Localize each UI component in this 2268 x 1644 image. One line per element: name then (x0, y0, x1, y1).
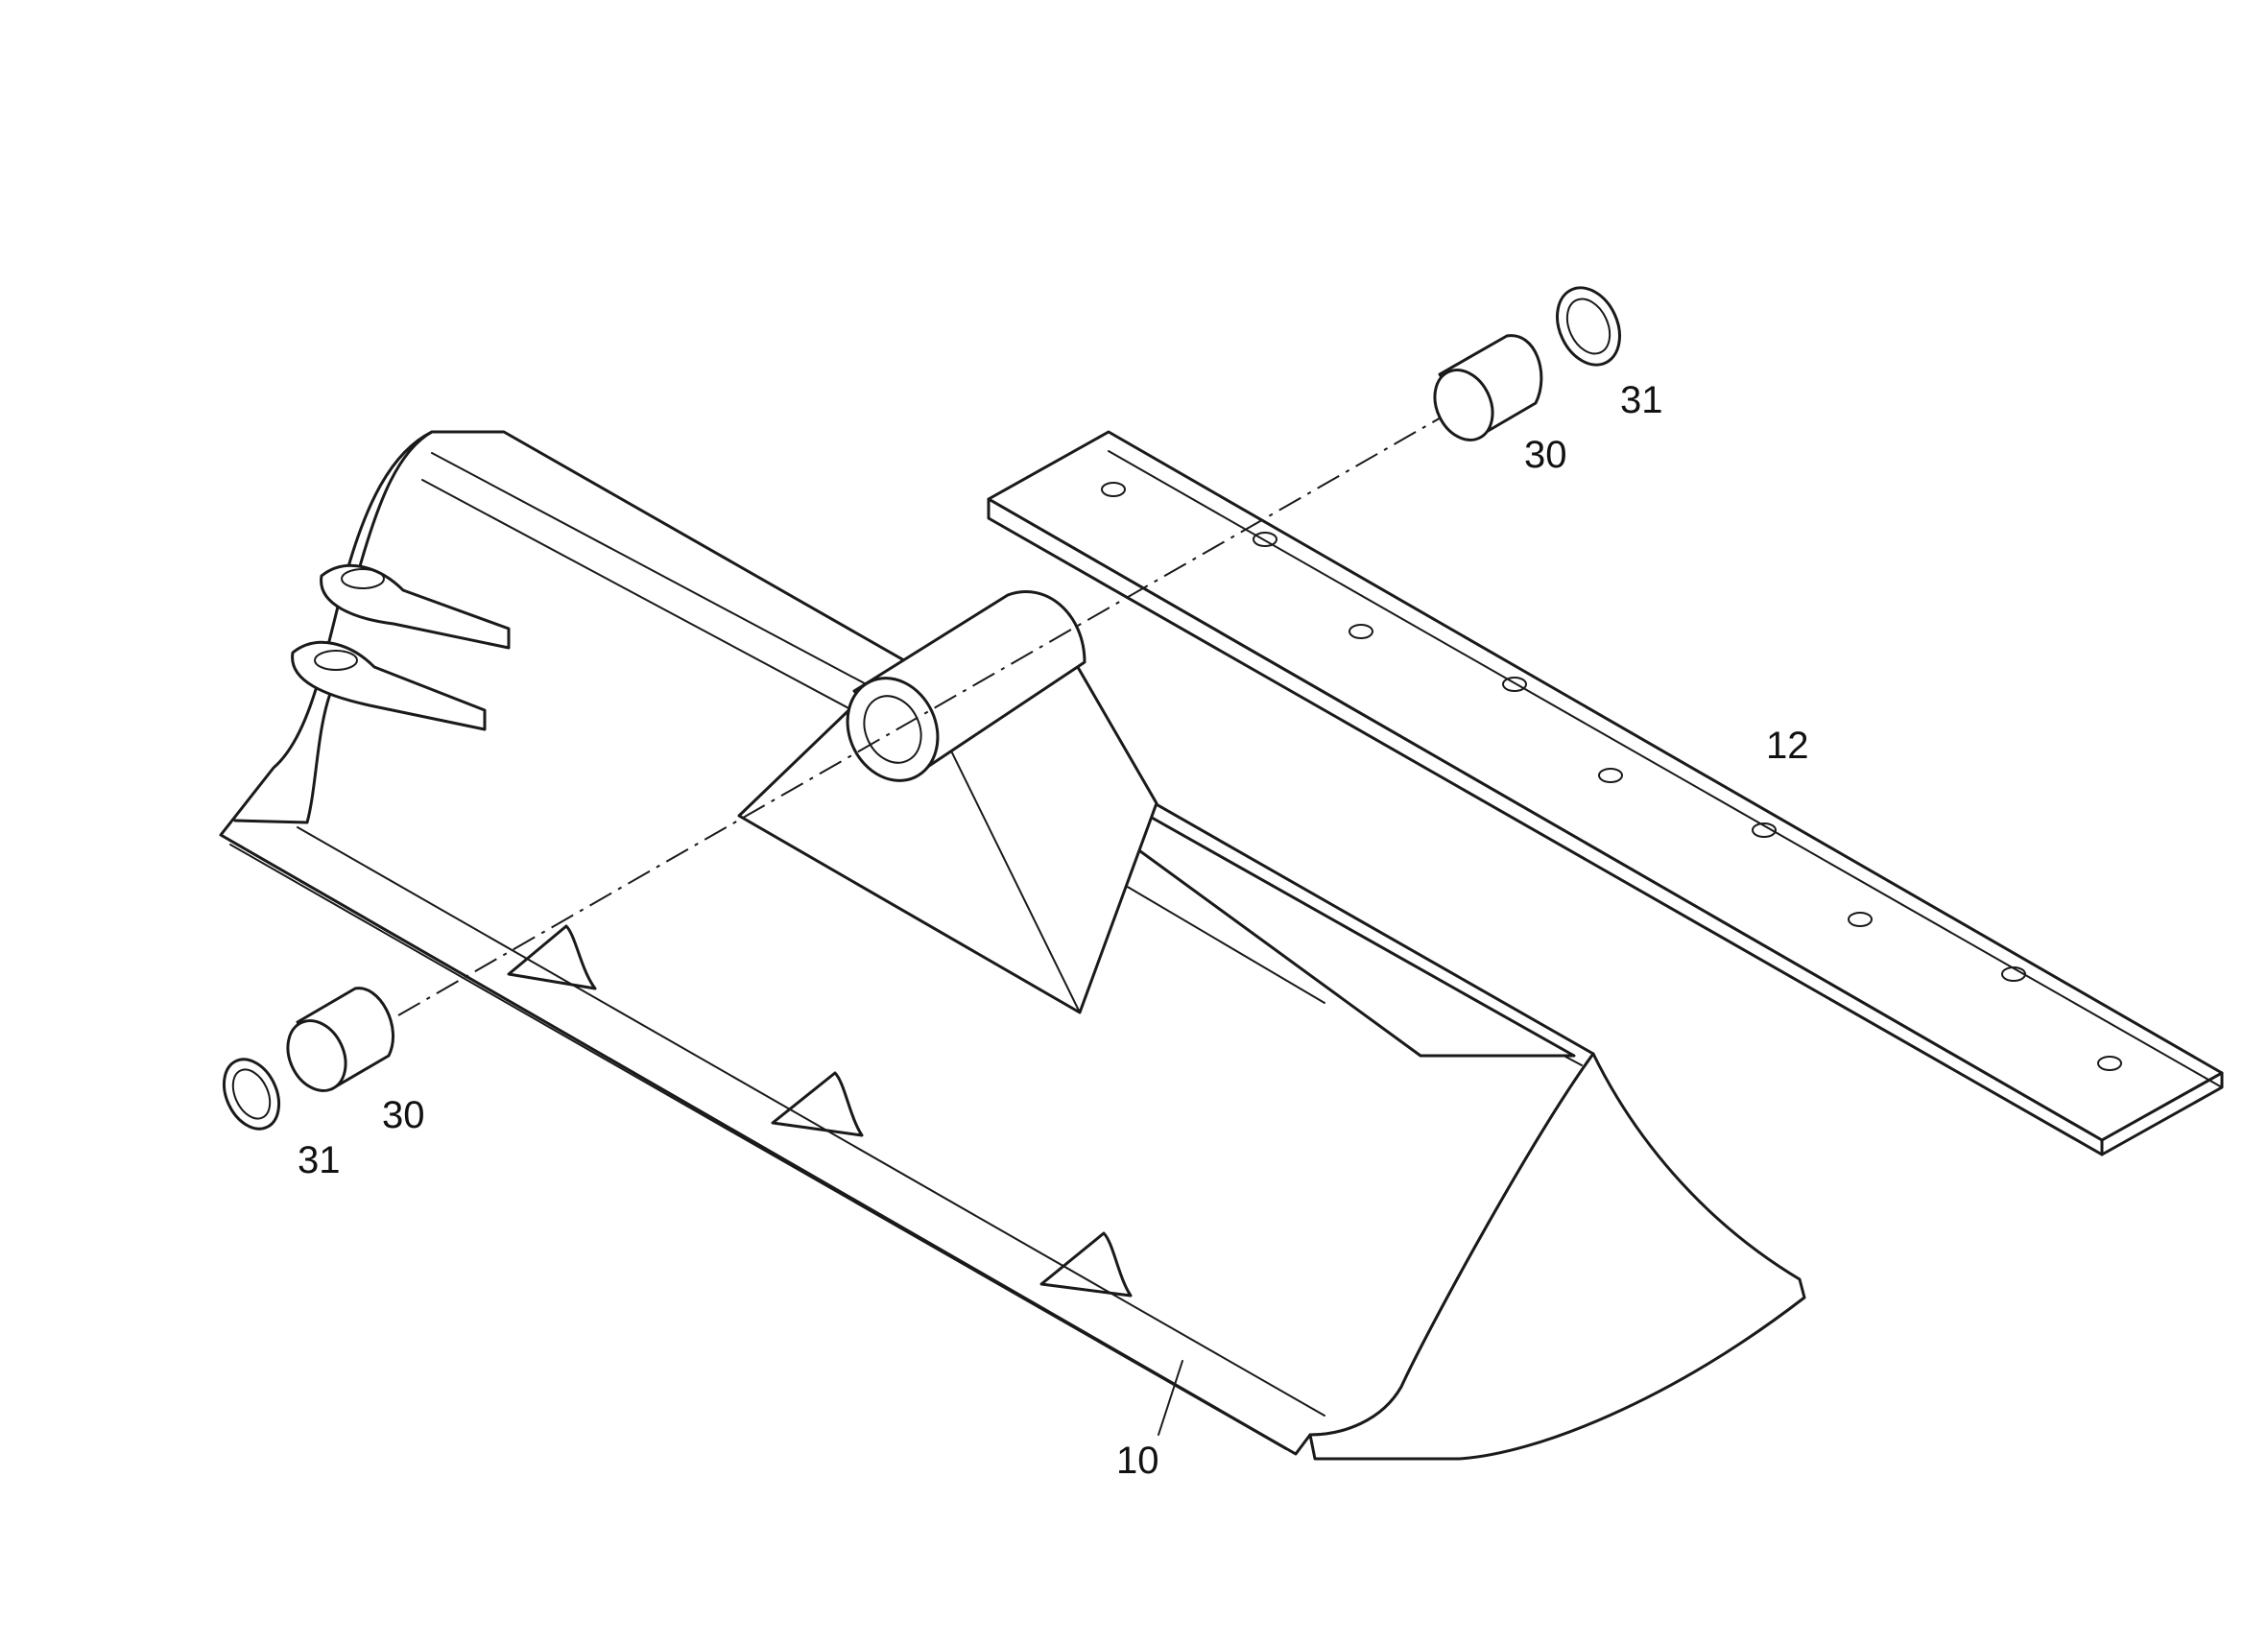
bushing-right (1433, 334, 1543, 441)
callout-seal-right: 31 (1620, 379, 1663, 421)
callout-cutting-edge: 12 (1766, 725, 1809, 767)
leader-line-bucket (1158, 1360, 1183, 1436)
seal-left (222, 1058, 281, 1131)
hinge-boss (737, 590, 1158, 1014)
callout-bushing-right: 30 (1524, 434, 1567, 476)
callout-seal-left: 31 (298, 1139, 341, 1181)
bushing-left (286, 987, 394, 1092)
lifting-ears (291, 563, 511, 731)
seal-right (1556, 286, 1621, 367)
cutting-edge-bar (987, 430, 2224, 1156)
callout-bushing-left: 30 (382, 1094, 425, 1136)
bolt-holes (1101, 482, 2122, 1071)
callout-bucket: 10 (1116, 1440, 1159, 1482)
